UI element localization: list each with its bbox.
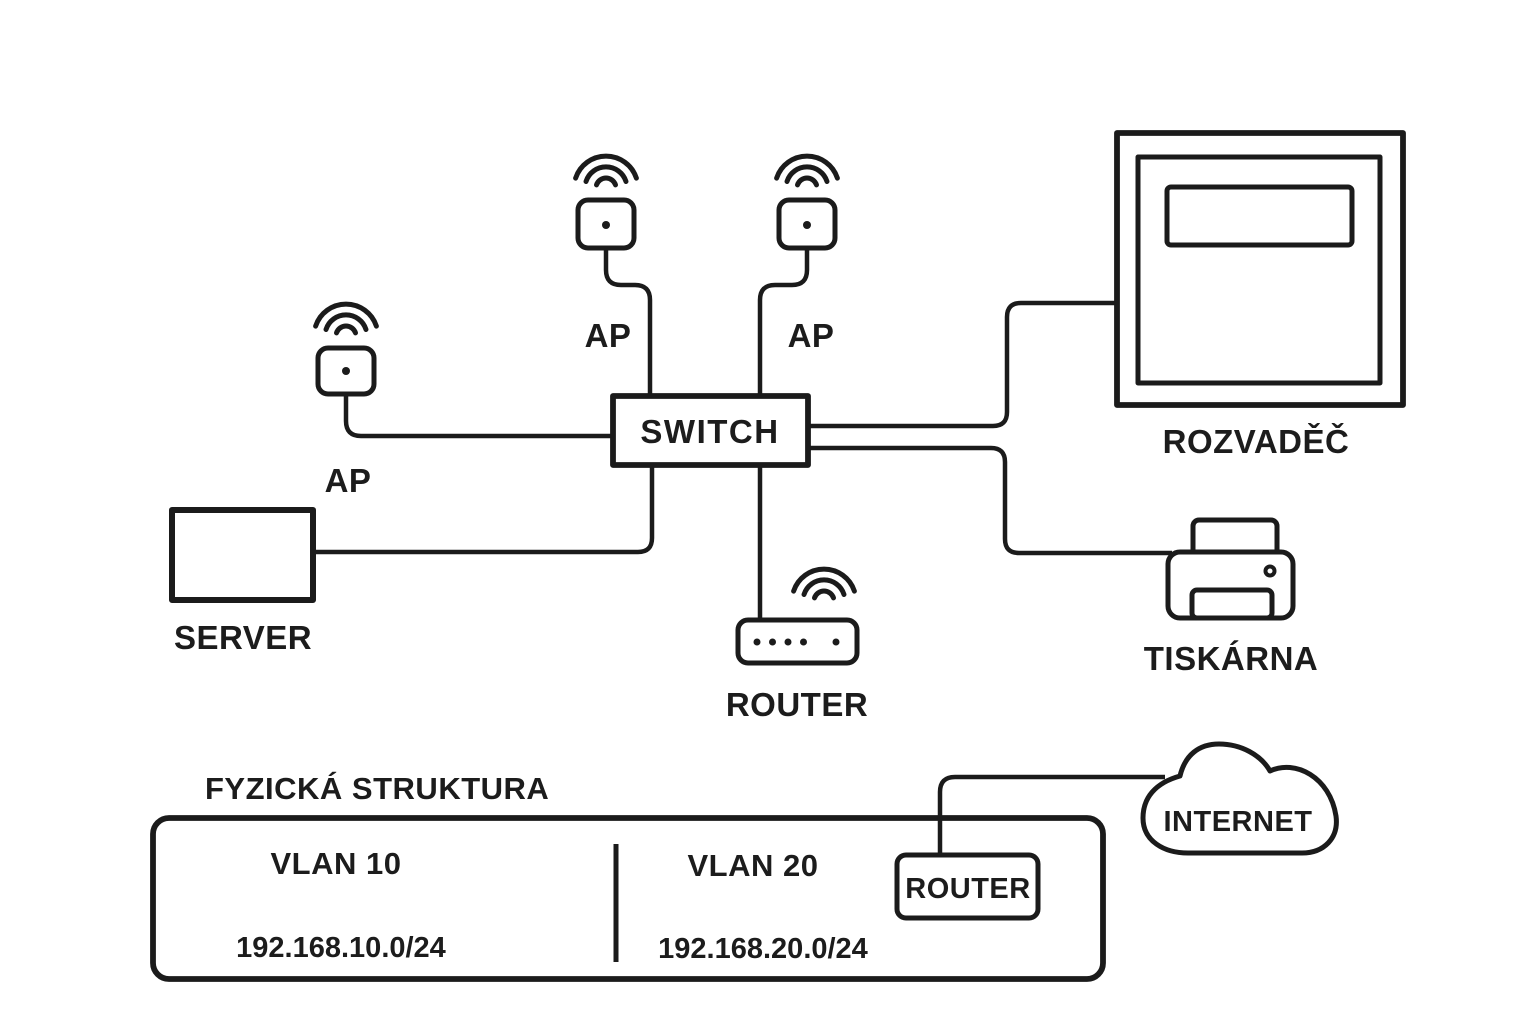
ap-top-left-label: AP bbox=[585, 317, 632, 354]
cabinet-panel bbox=[1164, 184, 1355, 248]
uplink-router-box bbox=[894, 852, 1041, 921]
printer-node: TISKÁRNA bbox=[1144, 517, 1319, 677]
internet-label: INTERNET bbox=[1164, 806, 1313, 838]
cable-ap-top-left-to-switch bbox=[603, 248, 653, 398]
vlan20-subnet: 192.168.20.0/24 bbox=[658, 933, 868, 965]
router-led-dot bbox=[784, 638, 792, 646]
router-led-dot bbox=[800, 638, 807, 646]
printer-tray bbox=[1189, 587, 1275, 621]
ap-led-dot bbox=[803, 221, 811, 229]
server-label: SERVER bbox=[174, 619, 312, 656]
cable-switch-to-cabinet bbox=[806, 300, 1120, 429]
uplink-router-node: ROUTER bbox=[894, 852, 1041, 921]
router-led-dot bbox=[769, 638, 776, 646]
internet-node: INTERNET bbox=[1140, 741, 1339, 856]
ap-top-right-label: AP bbox=[788, 317, 835, 354]
ap-top-left-node: AP bbox=[573, 153, 639, 354]
cable-ap-top-right-to-switch bbox=[757, 248, 810, 398]
vlan-section-title: FYZICKÁ STRUKTURA bbox=[205, 771, 549, 806]
vlan10-subnet: 192.168.10.0/24 bbox=[236, 932, 446, 964]
ap-led-dot bbox=[602, 221, 610, 229]
cloud-icon bbox=[1140, 741, 1339, 856]
vlan10-name: VLAN 10 bbox=[271, 846, 402, 881]
router-device-icon bbox=[735, 617, 860, 666]
ap-left-label: AP bbox=[325, 462, 372, 499]
server-icon bbox=[169, 507, 316, 603]
wifi-icon bbox=[774, 153, 840, 188]
router-led-dot bbox=[832, 638, 840, 646]
router-node: ROUTER bbox=[726, 566, 868, 723]
wifi-icon bbox=[791, 566, 857, 601]
cable-ap-left-to-switch bbox=[343, 394, 618, 439]
cabinet-label: ROZVADĚČ bbox=[1163, 422, 1350, 460]
uplink-router-label: ROUTER bbox=[905, 873, 1030, 905]
vlan-section-texts: FYZICKÁ STRUKTURA VLAN 10 192.168.10.0/2… bbox=[205, 771, 868, 965]
ap-top-right-node: AP bbox=[774, 153, 840, 354]
wifi-icon bbox=[313, 301, 379, 336]
printer-label: TISKÁRNA bbox=[1144, 640, 1319, 677]
vlan20-name: VLAN 20 bbox=[688, 848, 819, 883]
cable-switch-to-printer bbox=[806, 445, 1172, 556]
ap-left-node: AP bbox=[313, 301, 379, 499]
connection-lines bbox=[310, 248, 1172, 857]
switch-label: SWITCH bbox=[640, 413, 779, 450]
vlan-container-box bbox=[150, 815, 1106, 982]
vlan-section bbox=[150, 815, 1106, 982]
printer-button bbox=[1263, 564, 1277, 578]
ap-led-dot bbox=[342, 367, 350, 375]
router-label: ROUTER bbox=[726, 686, 868, 723]
router-led-dot bbox=[753, 638, 761, 646]
wifi-icon bbox=[573, 153, 639, 188]
switch-node: SWITCH bbox=[610, 393, 811, 468]
cable-switch-to-server bbox=[310, 463, 655, 555]
switch-box bbox=[610, 393, 811, 468]
cable-router-to-internet bbox=[937, 774, 1165, 857]
cabinet-node: ROZVADĚČ bbox=[1114, 130, 1406, 460]
server-node: SERVER bbox=[169, 507, 316, 656]
